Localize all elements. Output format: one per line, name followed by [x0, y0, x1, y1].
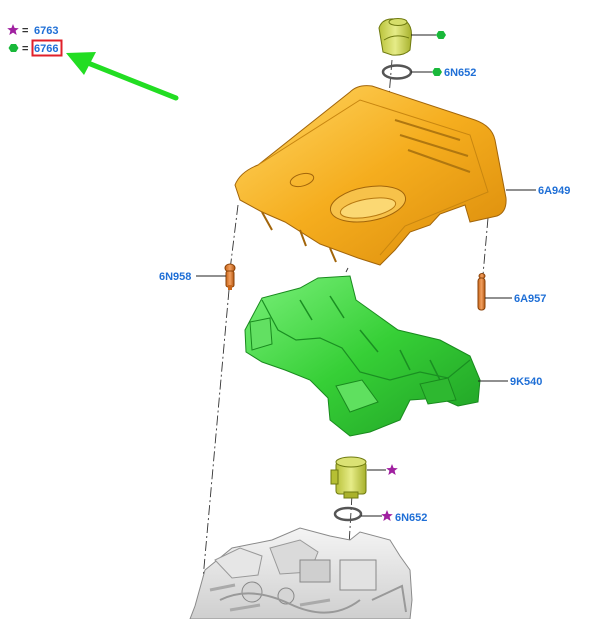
hexagon-icon	[436, 31, 446, 39]
star-icon	[381, 510, 393, 521]
callout-insulator: 9K540	[478, 376, 542, 388]
legend-hex-row: = 6766	[8, 39, 63, 57]
star-icon	[386, 464, 398, 475]
part-link-9k540[interactable]: 9K540	[510, 376, 542, 388]
callout-bottom-seal: 6N652	[361, 510, 427, 524]
star-icon	[7, 24, 19, 35]
legend-star-row: = 6763	[7, 24, 58, 37]
top-coupling	[378, 18, 412, 56]
highlight-box	[31, 39, 63, 57]
callout-top-coupling	[411, 31, 446, 39]
legend-hex-code-link[interactable]: 6766	[34, 43, 58, 55]
engine-cover	[234, 85, 507, 266]
left-pin	[224, 263, 236, 290]
engine-block	[189, 527, 413, 619]
part-link-6a949[interactable]: 6A949	[538, 185, 570, 197]
callout-bottom-coupling	[367, 464, 398, 475]
callout-engine-cover: 6A949	[506, 185, 570, 197]
legend-star-code-link[interactable]: 6763	[34, 25, 58, 37]
part-link-6n958[interactable]: 6N958	[159, 271, 191, 283]
bottom-coupling	[330, 456, 367, 499]
hexagon-icon	[8, 44, 19, 52]
part-link-6n652-bottom[interactable]: 6N652	[395, 512, 427, 524]
part-link-6n652-top[interactable]: 6N652	[444, 67, 476, 79]
pointer-arrow	[66, 52, 179, 101]
legend-hex-equals: =	[22, 43, 28, 55]
legend: = 6763 = 6766	[7, 24, 63, 57]
bottom-seal-ring	[333, 506, 363, 522]
insulator	[244, 275, 481, 437]
part-link-6a957[interactable]: 6A957	[514, 293, 546, 305]
callout-left-pin: 6N958	[159, 271, 226, 283]
right-pin	[477, 273, 486, 311]
callout-right-pin: 6A957	[485, 293, 546, 305]
callout-top-seal: 6N652	[411, 67, 476, 79]
top-seal-ring	[381, 64, 413, 80]
hexagon-icon	[432, 68, 442, 76]
legend-star-equals: =	[22, 25, 28, 37]
